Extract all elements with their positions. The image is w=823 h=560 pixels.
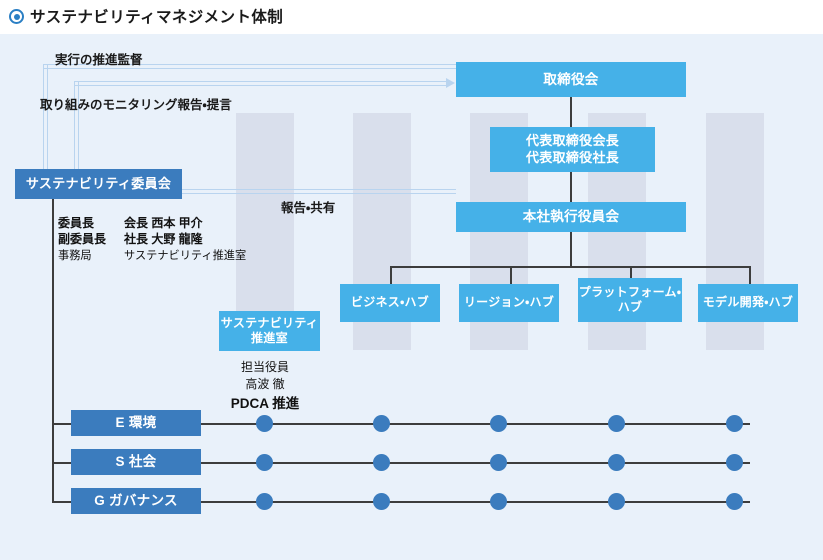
box-esg-governance-label: G ガバナンス	[94, 493, 178, 509]
box-esg-social[interactable]: S 社会	[71, 449, 201, 475]
office-detail-line1: 担当役員	[240, 360, 289, 374]
flow-line-supervise-horizontal	[44, 64, 456, 69]
committee-role-0: 委員長	[58, 216, 95, 230]
office-detail-line2: 高波 徹	[245, 377, 285, 392]
matrix-dot-r2-c3	[608, 493, 625, 510]
committee-role-2: 事務局	[58, 250, 92, 262]
matrix-dot-r0-c4	[726, 415, 743, 432]
matrix-dot-r0-c0	[256, 415, 273, 432]
connector-hub-bus	[390, 266, 750, 268]
box-hub-platform-line1: プラットフォーム・	[578, 284, 682, 299]
box-esg-social-label: S 社会	[115, 454, 157, 470]
connector-esg-branch-1	[52, 462, 71, 464]
connector-hub-drop-0	[390, 266, 392, 284]
box-hub-model-development[interactable]: モデル開発・ハブ	[698, 284, 798, 322]
box-board-of-directors[interactable]: 取締役会	[456, 62, 686, 97]
box-committee-label: サステナビリティ委員会	[25, 175, 172, 191]
committee-name-1: 社長 大野 龍隆	[124, 232, 203, 246]
box-hub-business[interactable]: ビジネス・ハブ	[340, 284, 440, 322]
matrix-dot-r1-c3	[608, 454, 625, 471]
box-hub-business-label: ビジネス・ハブ	[350, 295, 430, 310]
matrix-dot-r1-c1	[373, 454, 390, 471]
radio-bullet-icon	[9, 9, 24, 24]
flow-label-report-share: 報告・共有	[281, 201, 336, 215]
matrix-dot-r2-c1	[373, 493, 390, 510]
matrix-rail-row-1	[200, 462, 750, 464]
box-hub-region-label: リージョン・ハブ	[463, 295, 555, 310]
flow-line-monitoring-vertical	[74, 81, 79, 196]
box-office-line2: 推進室	[251, 331, 288, 345]
matrix-dot-r2-c2	[490, 493, 507, 510]
matrix-dot-r1-c0	[256, 454, 273, 471]
connector-executive-to-hubbus	[570, 231, 572, 267]
box-esg-environment-label: E 環境	[115, 415, 157, 431]
flow-line-monitoring-horizontal	[74, 81, 447, 86]
connector-board-to-representative	[570, 96, 572, 128]
flow-label-supervise: 実行の推進監督	[55, 53, 143, 67]
matrix-dot-r1-c2	[490, 454, 507, 471]
page-title-bar: サステナビリティマネジメント体制	[0, 0, 823, 34]
box-sustainability-office[interactable]: サステナビリティ 推進室	[219, 311, 320, 351]
flow-label-monitoring: 取り組みのモニタリング報告・提言	[40, 98, 232, 112]
matrix-rail-row-2	[200, 501, 750, 503]
page-title: サステナビリティマネジメント体制	[30, 9, 284, 26]
committee-name-2: サステナビリティ推進室	[124, 250, 247, 262]
connector-hub-drop-3	[749, 266, 751, 284]
matrix-dot-r0-c3	[608, 415, 625, 432]
connector-representative-to-executive	[570, 171, 572, 203]
connector-esg-branch-2	[52, 501, 71, 503]
box-representative-line2: 代表取締役社長	[525, 149, 620, 165]
connector-hub-drop-1	[510, 266, 512, 284]
column-band-office	[236, 113, 294, 350]
connector-esg-branch-0	[52, 423, 71, 425]
box-esg-governance[interactable]: G ガバナンス	[71, 488, 201, 514]
box-hub-platform-line2: ハブ	[617, 300, 643, 314]
committee-member-row-2: 事務局 サステナビリティ推進室	[58, 247, 246, 263]
box-board-label: 取締役会	[543, 71, 599, 87]
matrix-dot-r1-c4	[726, 454, 743, 471]
matrix-rail-row-0	[200, 423, 750, 425]
flow-arrow-monitoring	[446, 77, 455, 88]
box-esg-environment[interactable]: E 環境	[71, 410, 201, 436]
box-hub-model-label: モデル開発・ハブ	[702, 295, 794, 310]
flow-line-supervise-vertical	[43, 64, 48, 172]
box-representative-line1: 代表取締役会長	[525, 132, 620, 148]
matrix-dot-r2-c0	[256, 493, 273, 510]
committee-member-row-1: 副委員長 社長 大野 龍隆	[58, 230, 203, 247]
committee-role-1: 副委員長	[58, 232, 107, 246]
box-executive-officers[interactable]: 本社執行役員会	[456, 202, 686, 232]
box-sustainability-committee[interactable]: サステナビリティ委員会	[15, 169, 182, 199]
matrix-dot-r0-c1	[373, 415, 390, 432]
flow-line-report-share	[104, 189, 456, 194]
connector-hub-drop-2	[630, 266, 632, 284]
committee-member-row-0: 委員長 会長 西本 甲介	[58, 214, 203, 231]
matrix-dot-r2-c4	[726, 493, 743, 510]
box-office-line1: サステナビリティ	[220, 315, 319, 330]
box-hub-platform[interactable]: プラットフォーム・ ハブ	[578, 278, 682, 322]
box-hub-region[interactable]: リージョン・ハブ	[459, 284, 559, 322]
diagram-canvas: 実行の推進監督 取り組みのモニタリング報告・提言 報告・共有	[0, 34, 823, 560]
box-executive-label: 本社執行役員会	[522, 209, 620, 225]
office-detail-line3: PDCA 推進	[230, 395, 300, 411]
box-representative-directors[interactable]: 代表取締役会長 代表取締役社長	[490, 127, 655, 172]
matrix-dot-r0-c2	[490, 415, 507, 432]
office-detail: 担当役員 高波 徹 PDCA 推進	[210, 359, 320, 413]
connector-committee-spine	[52, 197, 54, 503]
committee-name-0: 会長 西本 甲介	[124, 216, 203, 230]
